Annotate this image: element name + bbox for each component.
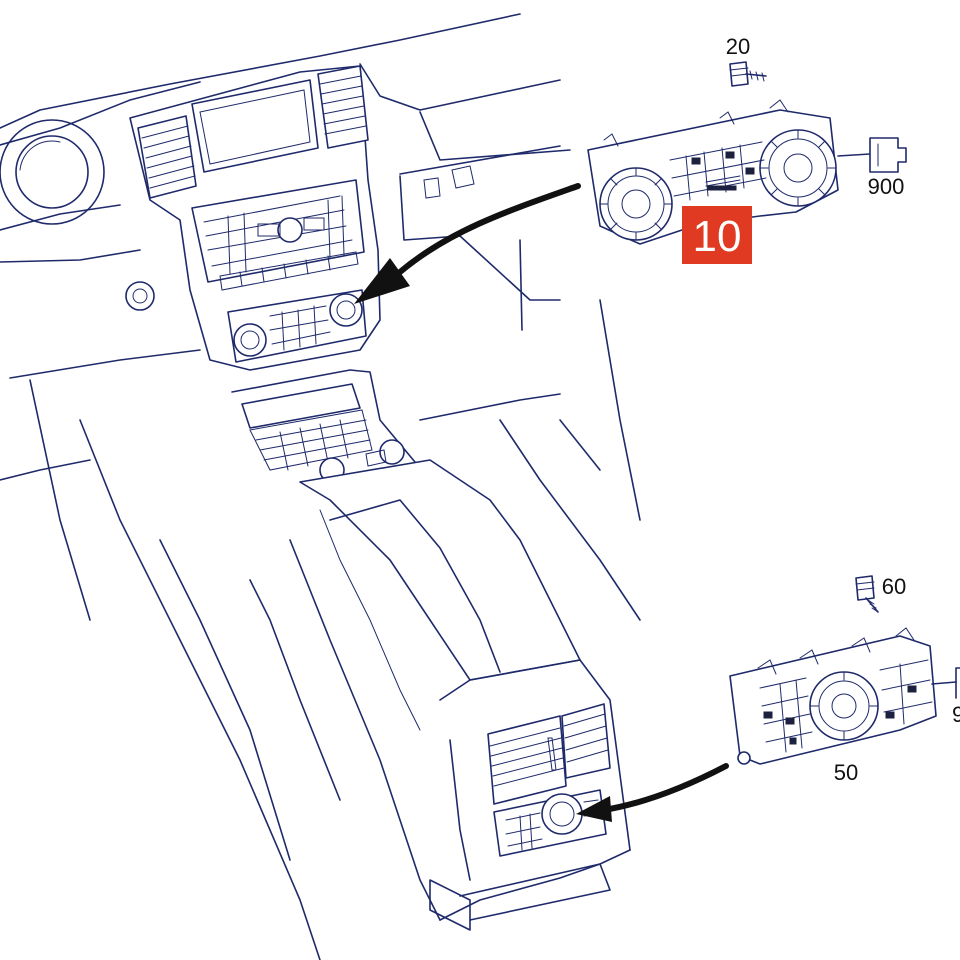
temperature-dial-right (759, 129, 837, 207)
connector-900-top (837, 137, 907, 173)
screw-20 (729, 61, 767, 87)
center-display (191, 79, 319, 173)
screw-60 (855, 575, 879, 613)
part-10-highlight-badge[interactable]: 10 (682, 206, 752, 264)
vent-right (317, 65, 369, 149)
arrow-to-front-panel (354, 183, 581, 304)
connector-900-bottom (931, 667, 960, 699)
front-climate-control-unit (587, 99, 839, 245)
installed-climate-panel (227, 289, 367, 363)
part-10-label: 10 (693, 212, 742, 261)
part-60-label: 60 (882, 574, 906, 599)
center-console (231, 369, 631, 931)
dashboard-drawing (0, 13, 641, 960)
part-900-label-top: 900 (868, 174, 905, 199)
part-50-label: 50 (834, 760, 858, 785)
part-20-label: 20 (726, 34, 750, 59)
rear-control-dial (809, 671, 879, 741)
vent-left (137, 115, 197, 199)
arrow-to-rear-panel (576, 763, 729, 822)
media-unit (191, 179, 365, 291)
temperature-dial-left (599, 167, 673, 241)
rear-climate-control-unit (729, 627, 937, 765)
part-900-label-bottom: 9 (952, 702, 960, 727)
